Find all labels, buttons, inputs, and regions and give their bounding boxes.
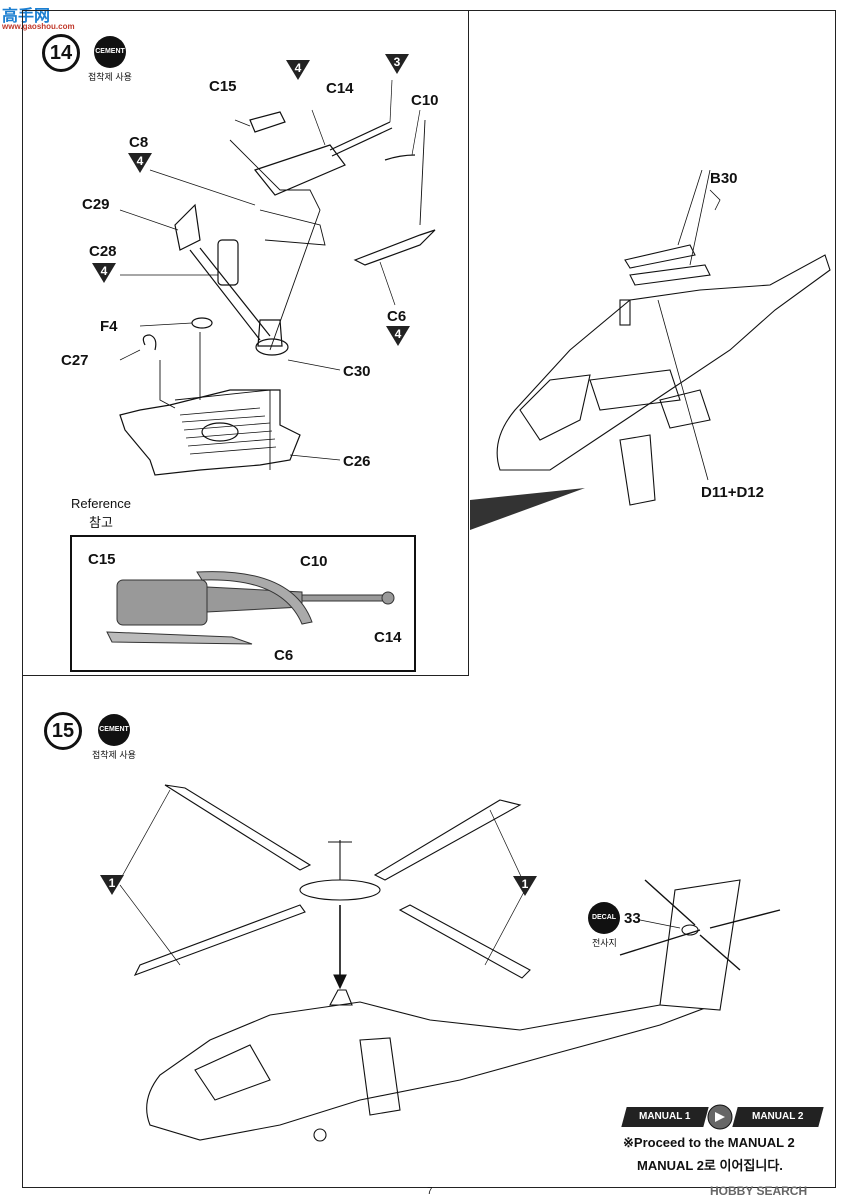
- proceed-note-kr: MANUAL 2로 이어집니다.: [637, 1158, 783, 1173]
- reference-title-kr: 참고: [89, 515, 113, 530]
- label-f4: F4: [100, 318, 118, 335]
- label-c28: C28: [89, 243, 117, 260]
- decal-number-33: 33: [624, 910, 641, 927]
- label-d11-d12: D11+D12: [701, 484, 764, 501]
- marker-blade-left-1: 1: [100, 875, 124, 895]
- cement-icon: CEMENT: [94, 36, 126, 68]
- step-15-number: 15: [44, 712, 82, 750]
- label-c10: C10: [411, 92, 439, 109]
- label-c27: C27: [61, 352, 89, 369]
- label-b30: B30: [710, 170, 738, 187]
- label-c8: C8: [129, 134, 149, 151]
- marker-c28-4: 4: [92, 263, 116, 283]
- watermark-logo: 高手网: [2, 8, 51, 25]
- marker-blade-right-1: 1: [513, 876, 537, 896]
- reference-box: C15 C10 C14 C6: [70, 535, 416, 672]
- cement-icon-15: CEMENT: [98, 714, 130, 746]
- manual-1-bar: MANUAL 1: [621, 1107, 709, 1127]
- label-c14: C14: [326, 80, 354, 97]
- label-c29: C29: [82, 196, 110, 213]
- watermark-hobby-search: HOBBY SEARCH: [710, 1184, 808, 1198]
- label-c15: C15: [209, 78, 237, 95]
- reference-title: Reference: [71, 496, 131, 511]
- arrow-right-icon: [707, 1104, 733, 1130]
- decal-kr-label: 전사지: [592, 938, 617, 948]
- ref-label-c15: C15: [88, 551, 116, 568]
- marker-3: 3: [385, 54, 409, 74]
- watermark-url: www.gaoshou.com: [2, 22, 75, 31]
- proceed-note-en: ※Proceed to the MANUAL 2: [623, 1135, 795, 1150]
- decal-icon: DECAL: [588, 902, 620, 934]
- cement-kr-label-15: 접착제 사용: [92, 750, 136, 760]
- label-c30: C30: [343, 363, 371, 380]
- horizontal-divider: [22, 675, 469, 676]
- step-14-helicopter-view: [470, 170, 831, 530]
- ref-label-c6: C6: [274, 647, 294, 664]
- page-frame: [22, 10, 836, 1188]
- vertical-divider: [468, 10, 469, 675]
- label-c26: C26: [343, 453, 371, 470]
- marker-c14-4: 4: [286, 60, 310, 80]
- label-c6: C6: [387, 308, 407, 325]
- step-14-assembly-diagram: [119, 79, 436, 476]
- reference-gun-drawing: [106, 571, 395, 645]
- marker-c8-4: 4: [128, 153, 152, 173]
- cement-kr-label: 접착제 사용: [88, 72, 132, 82]
- page-number: 7: [427, 1186, 433, 1197]
- step-14-number: 14: [42, 34, 80, 72]
- ref-label-c14: C14: [374, 629, 402, 646]
- manual-2-bar: MANUAL 2: [732, 1107, 824, 1127]
- step-15-rotor-assembly: [119, 784, 781, 1142]
- ref-label-c10: C10: [300, 553, 328, 570]
- marker-c6-4: 4: [386, 326, 410, 346]
